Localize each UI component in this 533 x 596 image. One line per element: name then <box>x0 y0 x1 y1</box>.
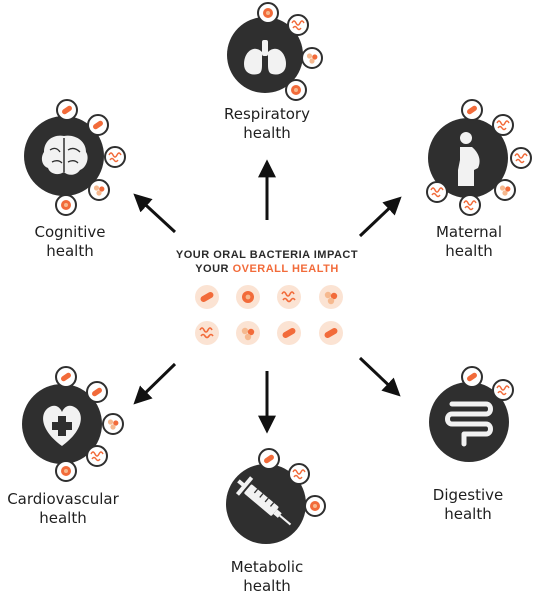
diagram-title: YOUR ORAL BACTERIA IMPACT YOUR OVERALL H… <box>150 248 384 276</box>
arrow-cognitive <box>133 193 177 234</box>
label-respiratory: Respiratory health <box>224 105 310 142</box>
label-digestive: Digestive health <box>432 486 504 523</box>
syringe-icon <box>235 476 292 526</box>
heart-cross-icon <box>43 405 81 446</box>
hub-cognitive <box>24 99 126 216</box>
arrow-maternal <box>358 196 402 238</box>
title-line-1: YOUR ORAL BACTERIA IMPACT <box>175 249 359 261</box>
title-highlight: OVERALL HEALTH <box>232 263 339 275</box>
pregnant-woman-icon <box>458 132 480 186</box>
lungs-icon <box>244 40 286 75</box>
intestine-icon <box>445 401 493 447</box>
hub-cardiovascular <box>22 366 124 482</box>
bacteria-spiral-icon <box>194 320 220 346</box>
bacteria-spiral-icon <box>276 284 302 310</box>
bacteria-rod-icon <box>277 321 301 345</box>
title-line-2: YOUR OVERALL HEALTH <box>150 262 384 276</box>
bacteria-rod-icon <box>195 285 219 309</box>
bacteria-rod-icon <box>319 321 343 345</box>
bacteria-grid <box>194 284 343 346</box>
bacteria-round-icon <box>236 285 260 309</box>
label-cognitive: Cognitive health <box>34 223 106 260</box>
label-metabolic: Metabolic health <box>230 558 304 595</box>
bacteria-cluster-icon <box>236 321 260 345</box>
arrows <box>133 159 402 434</box>
label-maternal: Maternal health <box>435 223 502 260</box>
hub-digestive <box>429 366 514 462</box>
bacteria-cluster-icon <box>319 285 343 309</box>
arrow-cardiovascular <box>133 362 177 405</box>
hub-metabolic <box>226 448 326 544</box>
title-prefix: YOUR <box>195 263 229 275</box>
arrow-digestive <box>358 356 401 397</box>
brain-icon <box>41 135 88 175</box>
hub-respiratory <box>227 2 323 101</box>
hub-maternal <box>426 99 532 216</box>
label-cardiovascular: Cardiovascular health <box>7 490 119 527</box>
